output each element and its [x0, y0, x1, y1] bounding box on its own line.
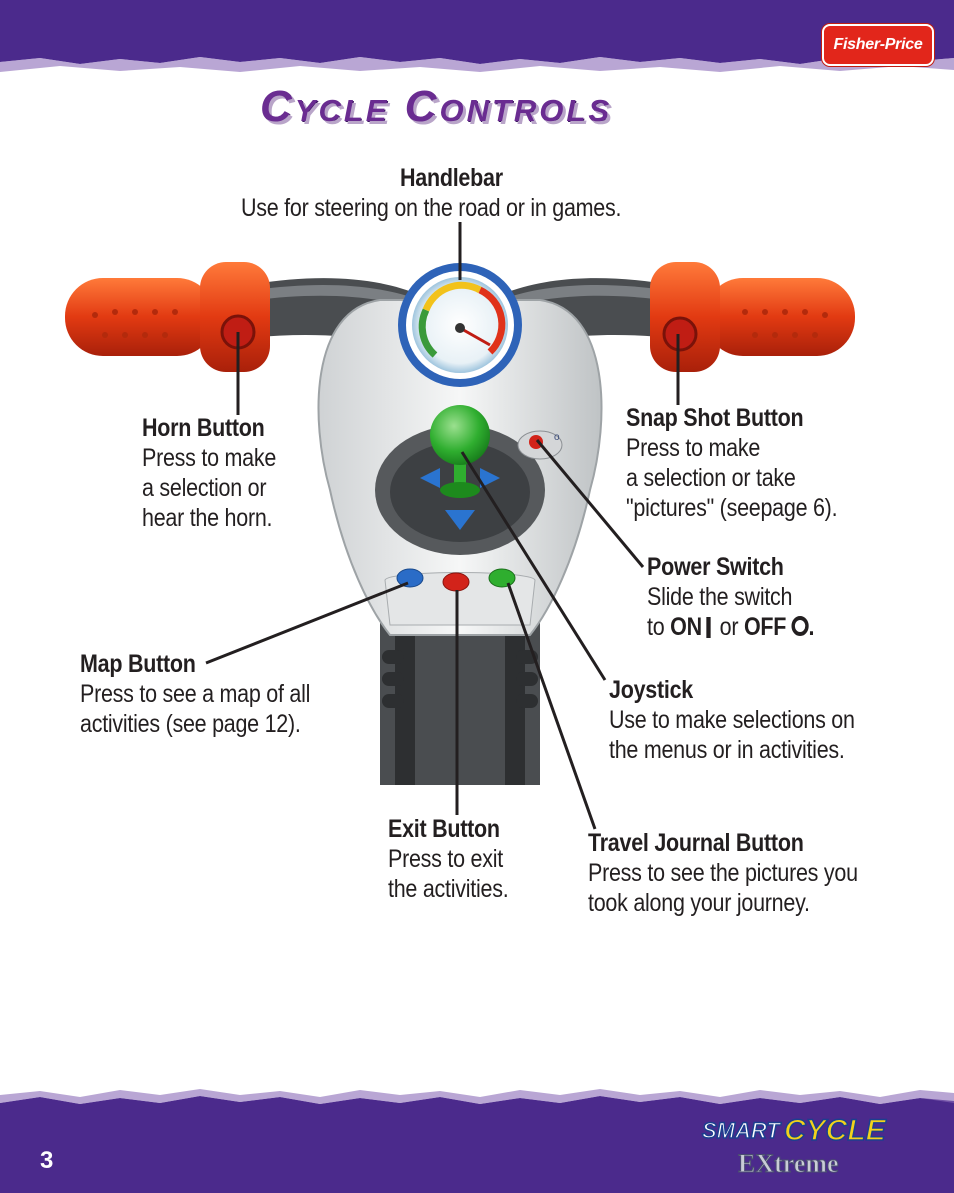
- off-symbol-icon: [791, 616, 809, 636]
- callout-journal-line: Press to see the pictures you: [588, 859, 858, 887]
- power-off-label: OFF: [743, 613, 787, 641]
- callout-exit-title: Exit Button: [388, 815, 500, 843]
- callout-snapshot-line: Press to make: [626, 434, 761, 462]
- callout-handlebar: Handlebar Use for steering on the road o…: [241, 163, 711, 223]
- callout-map-line: activities (see page 12).: [80, 710, 301, 738]
- callout-horn-title: Horn Button: [142, 414, 265, 442]
- fisher-price-logo: Fisher-Price: [822, 24, 934, 66]
- callout-map-line: Press to see a map of all: [80, 680, 311, 708]
- on-symbol-icon: [706, 617, 711, 638]
- journal-leader: [506, 582, 597, 830]
- logo-smart: SMART: [702, 1118, 781, 1143]
- callout-journal-line: took along your journey.: [588, 889, 810, 917]
- callout-snapshot-line: a selection or take: [626, 464, 796, 492]
- callout-exit-line: the activities.: [388, 875, 509, 903]
- callout-power-switch: Power Switch Slide the switch to ON or O…: [647, 552, 841, 642]
- callout-journal-title: Travel Journal Button: [588, 829, 804, 857]
- callout-horn-line: Press to make: [142, 444, 277, 472]
- callout-map-title: Map Button: [80, 650, 196, 678]
- callout-horn-line: a selection or: [142, 474, 267, 502]
- cycle-illustration: o: [65, 262, 855, 785]
- power-on-label: ON: [670, 613, 702, 641]
- callout-travel-journal-button: Travel Journal Button Press to see the p…: [588, 828, 902, 918]
- callout-horn-line: hear the horn.: [142, 504, 273, 532]
- page-title: Cycle Controls: [260, 82, 613, 131]
- callout-joystick-line: Use to make selections on: [609, 706, 855, 734]
- callout-exit-button: Exit Button Press to exit the activities…: [388, 814, 528, 904]
- callout-snapshot-title: Snap Shot Button: [626, 404, 804, 432]
- callout-handlebar-text: Use for steering on the road or in games…: [241, 194, 622, 222]
- callout-joystick-line: the menus or in activities.: [609, 736, 845, 764]
- svg-text:o: o: [554, 432, 560, 443]
- logo-extreme: EXtreme: [738, 1149, 839, 1178]
- header-banner: [0, 0, 954, 72]
- callout-power-line2: to ON or OFF.: [647, 612, 815, 642]
- power-prefix: to: [647, 613, 671, 641]
- page-number: 3: [40, 1147, 54, 1174]
- callout-map-button: Map Button Press to see a map of all act…: [80, 649, 348, 739]
- callout-snapshot-line: "pictures" (seepage 6).: [626, 494, 838, 522]
- joystick-bowl: [375, 405, 545, 555]
- callout-joystick: Joystick Use to make selections on the m…: [609, 675, 895, 765]
- smart-cycle-extreme-logo: SMART CYCLE EXtreme: [701, 1113, 887, 1178]
- logo-cycle: CYCLE: [784, 1114, 887, 1147]
- map-leader: [205, 581, 409, 665]
- speedometer: [398, 263, 522, 387]
- callout-exit-line: Press to exit: [388, 845, 503, 873]
- callout-snapshot-button: Snap Shot Button Press to make a selecti…: [626, 403, 872, 523]
- footer-banner: [0, 1089, 954, 1193]
- brand-logo-text: Fisher-Price: [833, 36, 923, 53]
- right-grip: [650, 262, 855, 372]
- callout-handlebar-title: Handlebar: [400, 164, 503, 192]
- power-leader: [535, 439, 645, 568]
- power-or: or: [713, 613, 744, 641]
- callout-power-line: Slide the switch: [647, 583, 793, 611]
- power-end: .: [808, 613, 815, 641]
- joystick-leader: [460, 451, 607, 681]
- callout-horn-button: Horn Button Press to make a selection or…: [142, 413, 298, 533]
- callout-power-title: Power Switch: [647, 553, 784, 581]
- callout-joystick-title: Joystick: [609, 676, 693, 704]
- button-tray: [384, 568, 536, 626]
